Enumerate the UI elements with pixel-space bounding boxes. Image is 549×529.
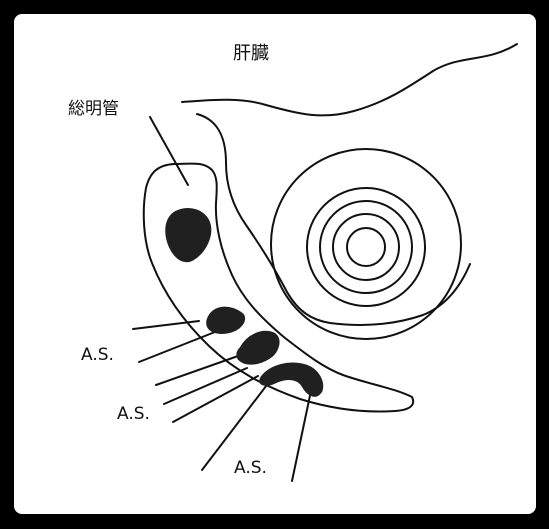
- ring-1: [307, 188, 425, 306]
- ring-3: [333, 214, 399, 280]
- as-label-2: A.S.: [117, 406, 150, 423]
- liver-label: 肝臓: [233, 45, 269, 63]
- common-duct-leader-line: [150, 117, 188, 185]
- as-line-2a: [156, 356, 238, 385]
- as-label-3: A.S.: [234, 460, 267, 477]
- as-spot-2: [237, 331, 279, 364]
- as-spot-1: [207, 307, 245, 333]
- duct-lumen: [166, 209, 211, 262]
- as-line-3a: [202, 373, 276, 470]
- ring-4: [347, 228, 385, 266]
- as-label-1: A.S.: [81, 347, 114, 364]
- liver-lower-contour: [197, 114, 470, 325]
- as-spot-3: [260, 363, 323, 396]
- as-line-2b: [164, 368, 247, 404]
- outer-circle: [271, 149, 461, 339]
- as-line-2c: [173, 376, 258, 422]
- common-duct-label: 総明管: [68, 101, 119, 118]
